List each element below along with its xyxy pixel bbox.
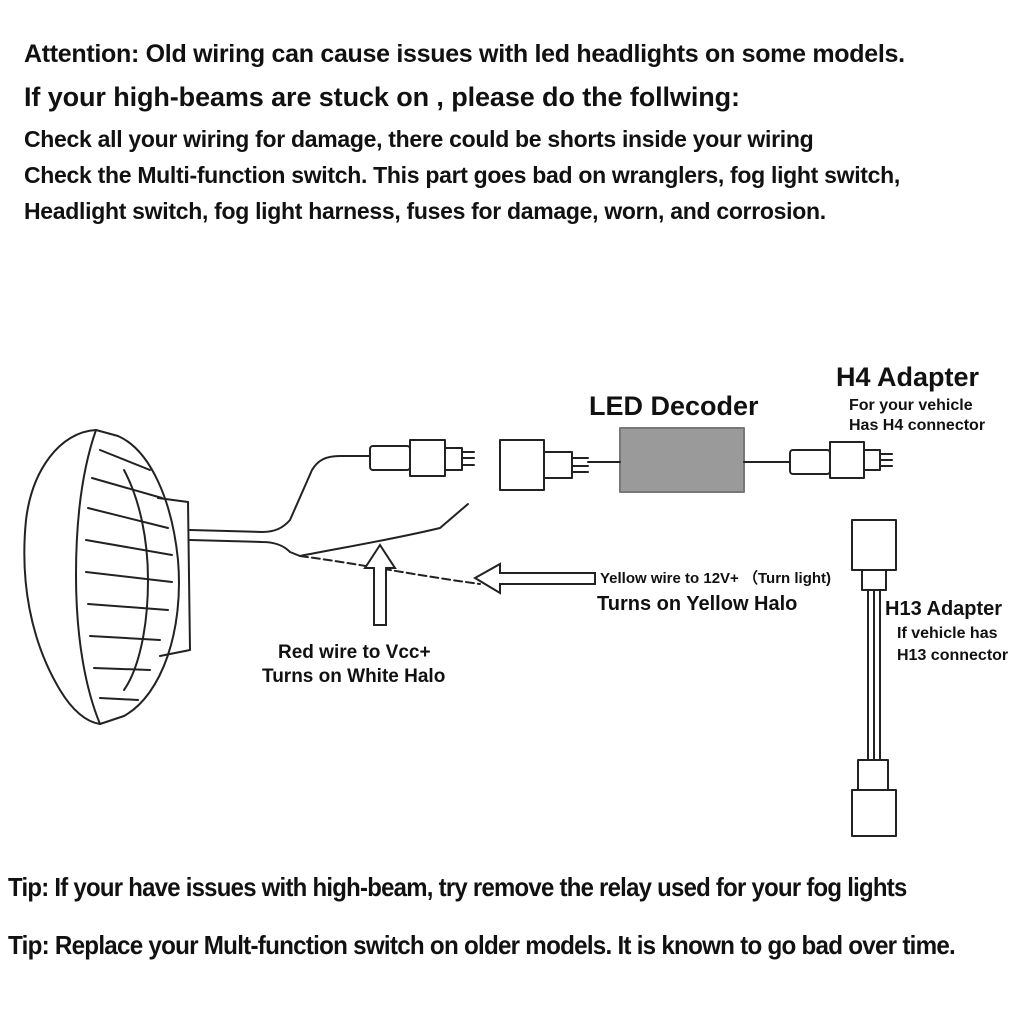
red-wire-label: Red wire to Vcc+ — [278, 642, 431, 663]
red-wire — [299, 503, 469, 557]
yellow-wire — [299, 555, 481, 585]
red-wire-arrow — [363, 543, 397, 626]
high-beams-heading: If your high-beams are stuck on , please… — [24, 82, 740, 112]
decoder-input-socket — [499, 439, 589, 491]
instruction-line-3: Headlight switch, fog light harness, fus… — [24, 198, 826, 224]
lamp-h4-plug — [369, 439, 475, 477]
yellow-wire-arrow — [473, 562, 596, 595]
attention-text: Attention: Old wiring can cause issues w… — [24, 40, 905, 68]
white-halo-label: Turns on White Halo — [262, 666, 445, 687]
tip-multifunction-switch: Tip: Replace your Mult-function switch o… — [8, 930, 956, 960]
instruction-line-1: Check all your wiring for damage, there … — [24, 126, 814, 152]
h13-adapter-line2: H13 connector — [897, 647, 1008, 664]
led-decoder-box — [619, 427, 745, 493]
led-decoder-label: LED Decoder — [589, 391, 759, 421]
h13-adapter-line1: If vehicle has — [897, 625, 998, 642]
instruction-line-2: Check the Multi-function switch. This pa… — [24, 162, 900, 188]
h4-adapter-plug — [789, 441, 893, 479]
h13-adapter — [851, 519, 897, 837]
h13-adapter-title: H13 Adapter — [885, 598, 1002, 620]
h4-adapter-title: H4 Adapter — [836, 362, 980, 392]
yellow-halo-label: Turns on Yellow Halo — [597, 593, 797, 615]
yellow-wire-label: Yellow wire to 12V+ （Turn light) — [600, 569, 831, 587]
headlight-housing — [23, 429, 191, 725]
h4-adapter-line1: For your vehicle — [849, 397, 973, 414]
tip-fog-relay: Tip: If your have issues with high-beam,… — [8, 872, 907, 902]
h4-adapter-line2: Has H4 connector — [849, 417, 985, 434]
